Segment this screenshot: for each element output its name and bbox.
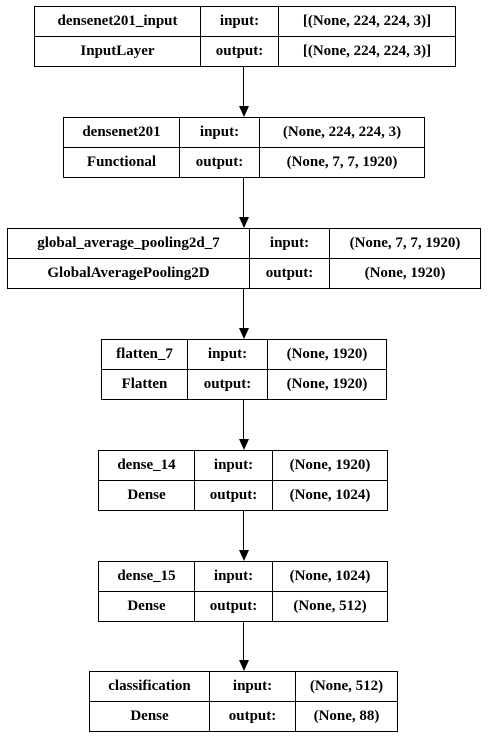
input-label: input: <box>188 340 268 369</box>
edge-line <box>243 511 244 551</box>
output-label: output: <box>188 369 268 399</box>
input-label: input: <box>201 7 279 36</box>
input-label: input: <box>210 672 296 701</box>
output-shape: (None, 1024) <box>289 486 371 503</box>
layer-type: InputLayer <box>35 36 201 66</box>
input-shape: (None, 512) <box>309 677 384 694</box>
layer-type: Dense <box>99 480 195 510</box>
output-shape: (None, 88) <box>313 707 380 724</box>
edge-line <box>243 67 244 107</box>
layer-name: densenet201_input <box>35 7 201 36</box>
output-shape: (None, 7, 7, 1920) <box>286 153 398 170</box>
input-shape: (None, 224, 224, 3) <box>282 123 402 140</box>
output-label: output: <box>201 36 279 66</box>
layer-name: dense_14 <box>99 451 195 480</box>
edge-line <box>243 622 244 661</box>
arrowhead-icon <box>238 328 249 339</box>
output-label: output: <box>180 147 260 177</box>
layer-name: global_average_pooling2d_7 <box>8 229 250 258</box>
edge-line <box>243 178 244 218</box>
output-label: output: <box>195 480 273 510</box>
input-label: input: <box>250 229 330 258</box>
layer-name: classification <box>90 672 210 701</box>
arrowhead-icon <box>238 660 249 671</box>
output-shape: (None, 1920) <box>286 375 368 392</box>
layer-type: Functional <box>64 147 180 177</box>
output-label: output: <box>195 591 273 621</box>
input-shape: [(None, 224, 224, 3)] <box>302 12 432 29</box>
input-label: input: <box>195 562 273 591</box>
output-shape: (None, 512) <box>293 597 367 614</box>
edge-line <box>243 400 244 440</box>
arrowhead-icon <box>238 106 249 117</box>
layer-name: flatten_7 <box>102 340 188 369</box>
output-label: output: <box>210 701 296 731</box>
arrowhead-icon <box>238 550 249 561</box>
layer-type: Flatten <box>102 369 188 399</box>
input-shape: (None, 1024) <box>289 567 371 584</box>
layer-name: dense_15 <box>99 562 195 591</box>
input-shape: (None, 1920) <box>286 345 368 362</box>
layer-type: Dense <box>90 701 210 731</box>
input-shape: (None, 7, 7, 1920) <box>349 234 461 251</box>
arrowhead-icon <box>238 439 249 450</box>
layer-type: Dense <box>99 591 195 621</box>
input-label: input: <box>195 451 273 480</box>
edge-line <box>243 289 244 329</box>
output-shape: (None, 1920) <box>364 264 446 281</box>
layer-type: GlobalAveragePooling2D <box>8 258 250 288</box>
layer-name: densenet201 <box>64 118 180 147</box>
input-shape: (None, 1920) <box>289 456 371 473</box>
arrowhead-icon <box>238 217 249 228</box>
output-label: output: <box>250 258 330 288</box>
input-label: input: <box>180 118 260 147</box>
output-shape: [(None, 224, 224, 3)] <box>302 42 432 59</box>
